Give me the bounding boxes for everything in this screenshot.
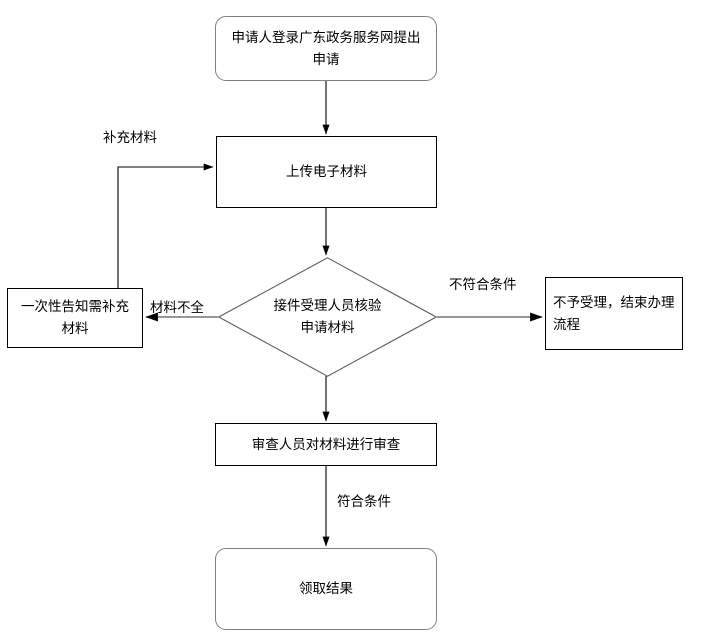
- node-review-label: 审查人员对材料进行审查: [251, 436, 401, 453]
- node-reject[interactable]: 不予受理，结束办理流程: [545, 277, 683, 350]
- edge-label-incomplete: 材料不全: [150, 300, 204, 316]
- decision-diamond-shape: [218, 257, 437, 377]
- node-result[interactable]: 领取结果: [215, 548, 437, 630]
- node-verify-label: 接件受理人员核验申请材料: [273, 298, 382, 336]
- edge-notify-to-upload: [117, 163, 214, 288]
- node-upload-label: 上传电子材料: [286, 164, 367, 180]
- node-verify[interactable]: 接件受理人员核验申请材料: [218, 257, 437, 377]
- edge-label-supplement: 补充材料: [103, 130, 157, 146]
- node-notify-label: 一次性告知需补充材料: [21, 299, 129, 337]
- node-upload[interactable]: 上传电子材料: [216, 136, 437, 208]
- node-apply-label: 申请人登录广东政务服务网提出申请: [231, 29, 421, 68]
- node-result-label: 领取结果: [299, 581, 353, 597]
- node-apply[interactable]: 申请人登录广东政务服务网提出申请: [215, 16, 437, 81]
- node-notify[interactable]: 一次性告知需补充材料: [7, 288, 143, 348]
- node-reject-label: 不予受理，结束办理流程: [553, 294, 675, 333]
- edge-label-not-qualify: 不符合条件: [449, 277, 517, 293]
- node-review[interactable]: 审查人员对材料进行审查: [215, 423, 437, 466]
- edge-label-qualify: 符合条件: [337, 494, 391, 510]
